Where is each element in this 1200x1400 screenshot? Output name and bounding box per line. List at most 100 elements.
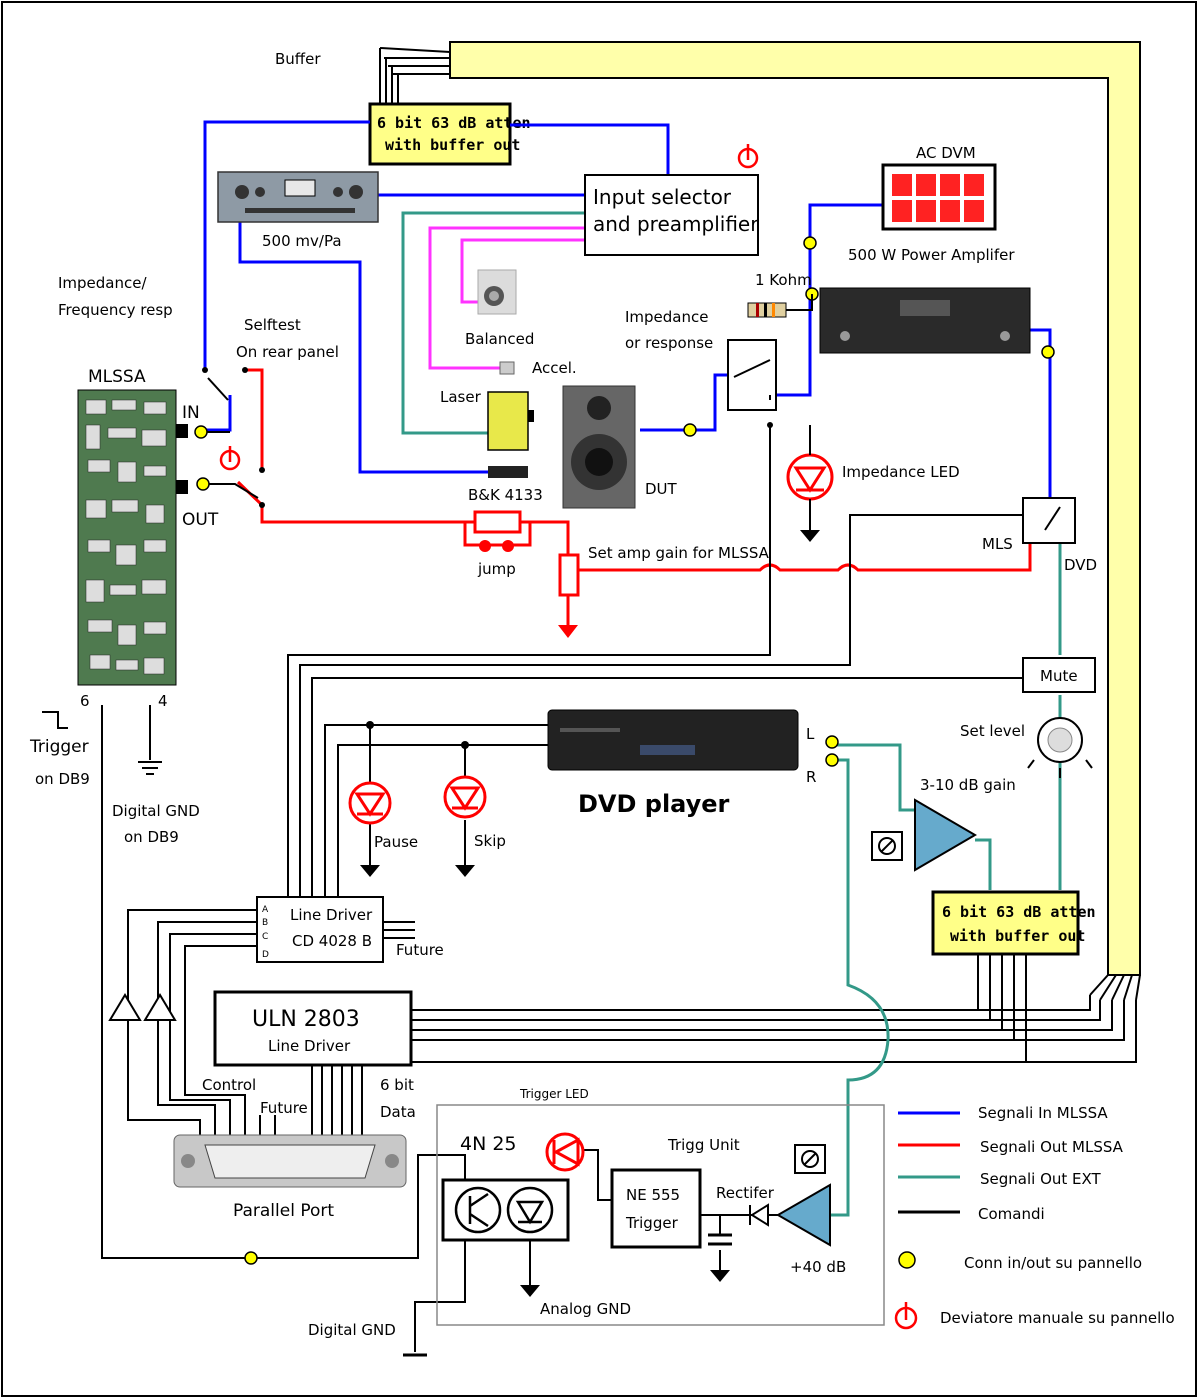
mic-amp-sens-label: 500 mv/Pa <box>262 232 342 250</box>
line-driver-title: Line Driver <box>290 906 373 924</box>
pause-label: Pause <box>374 833 418 851</box>
ch-r-label: R <box>806 768 816 786</box>
capacitor-ground-arrow <box>710 1270 730 1282</box>
ne555-line1: NE 555 <box>626 1186 680 1204</box>
line-driver-chip: CD 4028 B <box>292 932 372 950</box>
magenta-wires <box>428 226 585 370</box>
trigger-line2: on DB9 <box>35 770 90 788</box>
balanced-label: Balanced <box>465 330 534 348</box>
mls-dvd-switch <box>1022 497 1076 544</box>
manual-switch-legend-icon <box>894 1302 918 1330</box>
atten-top-line1: 6 bit 63 dB atten <box>377 114 531 132</box>
bk4133-mic-icon <box>488 466 528 478</box>
accel-icon <box>499 361 515 375</box>
accel-label: Accel. <box>532 359 577 377</box>
trigg-unit-label: Trigg Unit <box>667 1136 740 1154</box>
power-amplifier <box>819 287 1031 354</box>
analog-gnd-arrow <box>520 1285 540 1297</box>
dut-label: DUT <box>645 480 678 498</box>
legend-label-3: Comandi <box>978 1205 1045 1223</box>
control-label: Control <box>202 1076 256 1094</box>
mls-dvd-switch-blade <box>1044 506 1061 531</box>
six-bit-line2: Data <box>380 1103 416 1121</box>
pin-c: C <box>262 932 268 942</box>
input-selector-line2: and preamplifier <box>593 212 759 236</box>
mlssa-label: MLSSA <box>88 367 146 387</box>
pin-6-label: 6 <box>80 692 90 710</box>
line-driver-cd4028 <box>256 896 384 963</box>
legend-symbol-label-0: Conn in/out su pannello <box>964 1254 1142 1272</box>
jump-dot-right <box>502 540 514 552</box>
gain-3-10-label: 3-10 dB gain <box>920 776 1016 794</box>
impedance-led-label: Impedance LED <box>842 463 960 481</box>
pause-junction <box>366 721 374 729</box>
rectifier-diode-icon <box>749 1203 769 1227</box>
ch-l-label: L <box>806 725 815 743</box>
impedance-response-switch <box>727 339 777 411</box>
atten-bottom <box>931 890 1080 956</box>
atten-top-line2: with buffer out <box>385 136 520 154</box>
switch-in-contact-a <box>202 367 208 373</box>
out-label: OUT <box>182 510 219 530</box>
trigger-pulse-icon <box>42 711 68 729</box>
mls-label: MLS <box>982 535 1013 553</box>
legend-label-2: Segnali Out EXT <box>980 1170 1102 1188</box>
jump-dot-left <box>479 540 491 552</box>
set-amp-gain-label: Set amp gain for MLSSA <box>588 544 770 562</box>
rectifier-label: Rectifer <box>716 1184 775 1202</box>
digital-gnd-db9-line2: on DB9 <box>124 828 179 846</box>
uln2803-driver <box>213 990 413 1067</box>
ac-dvm <box>881 163 997 231</box>
gain-3-10-amp <box>914 798 977 872</box>
resistor-1kohm <box>747 294 813 318</box>
power-amp-label: 500 W Power Amplifer <box>848 246 1015 264</box>
impedance-freq-line1: Impedance/ <box>58 274 147 292</box>
uln-title: ULN 2803 <box>252 1007 360 1032</box>
input-switch <box>200 377 230 433</box>
manual-switch-icon <box>219 144 759 471</box>
trigger-led-label: Trigger LED <box>519 1087 589 1101</box>
ne555-trigger <box>610 1168 702 1249</box>
buffer-label: Buffer <box>275 50 321 68</box>
mlssa-in-jack <box>176 424 188 438</box>
trigger-led-icon <box>545 1132 585 1172</box>
uln-sub: Line Driver <box>268 1037 351 1055</box>
mlssa-board <box>77 389 177 686</box>
green-wires <box>401 211 1062 1217</box>
digital-gnd-db9-line1: Digital GND <box>112 802 200 820</box>
jump-label: jump <box>477 560 516 578</box>
mute-label: Mute <box>1040 667 1078 685</box>
optocoupler-4n25 <box>441 1178 570 1242</box>
buffer-triangle-1 <box>108 993 142 1021</box>
gain-40-label: +40 dB <box>790 1258 846 1276</box>
impedance-switch-blade <box>733 359 771 400</box>
black-wires <box>101 425 1045 1352</box>
bk4133-label: B&K 4133 <box>468 486 543 504</box>
panel-connectors <box>194 236 1055 1265</box>
digital-gnd-label: Digital GND <box>308 1321 396 1339</box>
legend: Segnali In MLSSA Segnali Out MLSSA Segna… <box>894 1104 1175 1330</box>
capacitor-icon <box>708 1233 732 1246</box>
set-level-label: Set level <box>960 722 1025 740</box>
impedance-or-response-line2: or response <box>625 334 713 352</box>
mute-box <box>1022 657 1096 693</box>
set-level-knob <box>1027 717 1093 778</box>
dvd-player <box>547 709 799 771</box>
pause-led-icon <box>348 781 392 877</box>
jump-resistor <box>473 510 522 534</box>
legend-label-1: Segnali Out MLSSA <box>980 1138 1124 1156</box>
gain-40-trim-icon <box>794 1144 826 1174</box>
input-selector-line1: Input selector <box>593 185 732 209</box>
switch-out-contact-a <box>259 467 265 473</box>
atten-bottom-line2: with buffer out <box>950 927 1085 945</box>
trigger-unit-box <box>436 1104 885 1326</box>
opto-transistor-icon <box>454 1186 502 1234</box>
atten-bottom-line1: 6 bit 63 dB atten <box>942 903 1096 921</box>
impedance-switch-node <box>767 422 773 428</box>
one-kohm-label: 1 Kohm <box>755 271 812 289</box>
ne555-line2: Trigger <box>625 1214 679 1232</box>
gain-ground-arrow <box>558 625 578 638</box>
impedance-freq-line2: Frequency resp <box>58 301 173 319</box>
